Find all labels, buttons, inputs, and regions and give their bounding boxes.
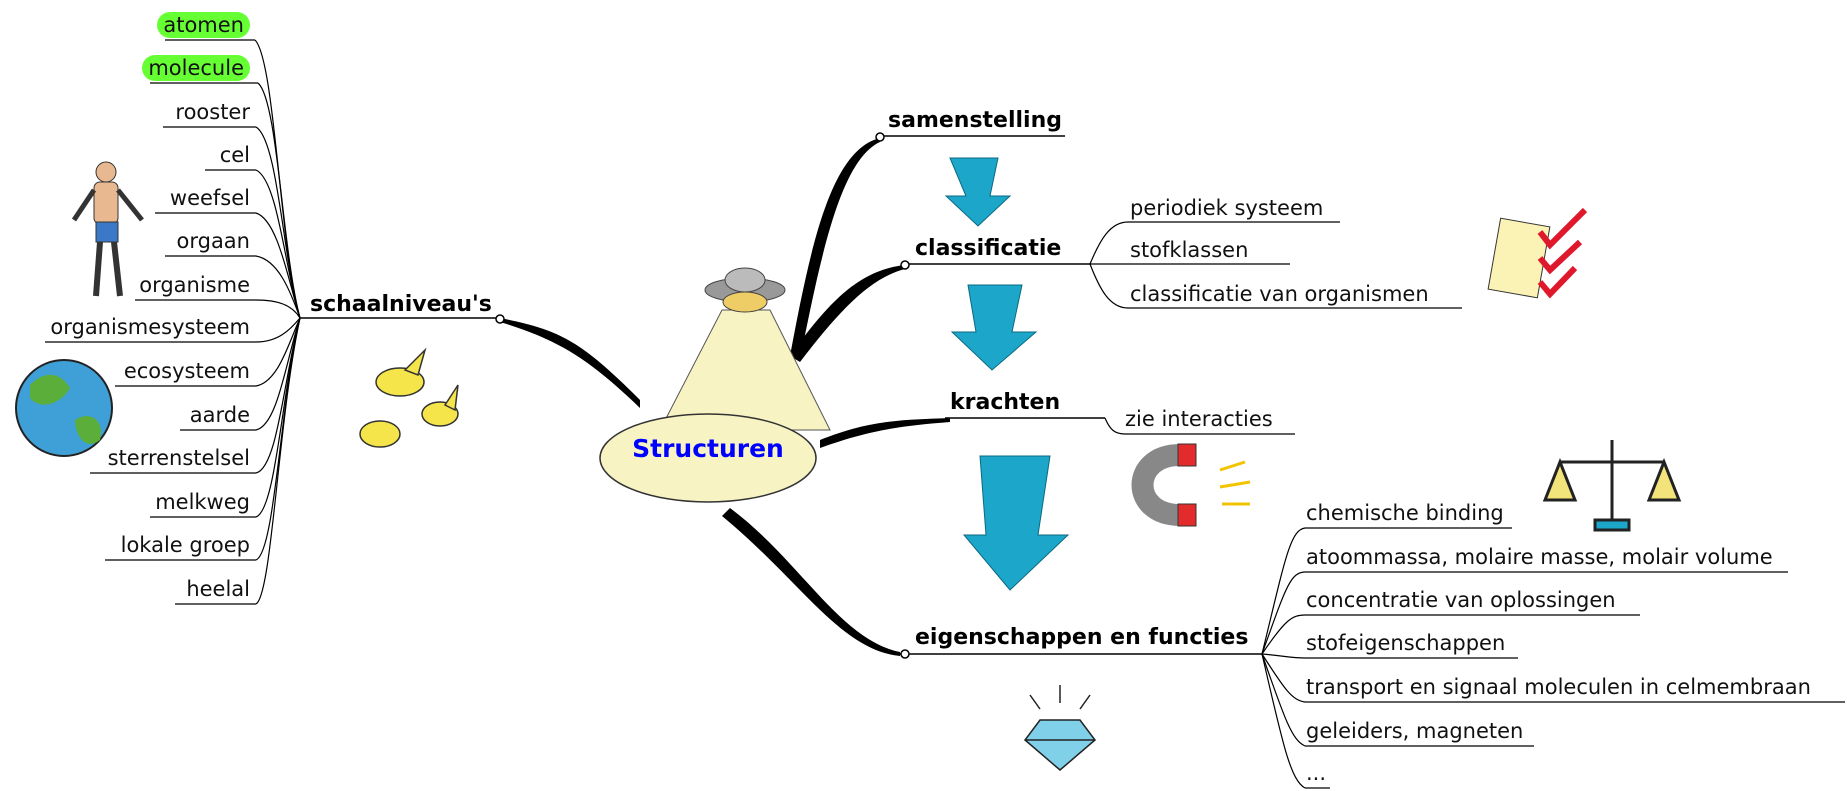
child-geleiders: geleiders, magneten [1306,719,1524,743]
checklist-icon [1487,207,1588,299]
ufo-icon [659,267,831,431]
child-periodiek-systeem: periodiek systeem [1130,196,1324,220]
child-sterrenstelsel: sterrenstelsel [107,446,250,470]
eig-fan [1261,527,1845,789]
child-cel: cel [219,143,250,167]
diamond-icon [1023,685,1097,771]
kracht-fan [1104,417,1295,435]
child-organismesysteem: organismesysteem [50,315,250,339]
branch-samenstelling: samenstelling [888,108,1063,133]
child-lokale-groep: lokale groep [120,533,250,557]
class-fan [1089,221,1462,309]
branch-lines [300,132,1262,659]
child-transport: transport en signaal moleculen in celmem… [1306,675,1811,699]
child-ellipsis: ... [1306,761,1327,785]
magnet-icon [1131,443,1251,527]
child-rooster: rooster [175,100,250,124]
child-atoommassa: atoommassa, molaire masse, molair volume [1306,545,1773,569]
child-zie-interacties: zie interacties [1125,407,1273,431]
man-icon [71,161,144,297]
birds-icon [359,347,459,448]
child-heelal: heelal [186,577,250,601]
branch-krachten: krachten [950,390,1061,415]
child-atomen: atomen [157,12,250,38]
child-ecosysteem: ecosysteem [123,359,250,383]
scale-icon [1542,440,1682,532]
center-label: Structuren [632,434,784,463]
down-arrow-icon [944,157,1070,591]
child-chemische-binding: chemische binding [1306,501,1504,525]
branch-schaalniveaus: schaalniveau's [310,292,492,317]
child-concentratie: concentratie van oplossingen [1306,588,1616,612]
child-weefsel: weefsel [169,186,250,210]
child-organisme: organisme [139,273,250,297]
child-molecule: molecule [142,55,250,81]
child-melkweg: melkweg [155,490,250,514]
branch-eigenschappen: eigenschappen en functies [915,625,1249,650]
earth-icon [15,359,113,457]
center-node [599,413,817,503]
branch-classificatie: classificatie [915,236,1062,261]
child-aarde: aarde [189,403,250,427]
child-classificatie-organismen: classificatie van organismen [1130,282,1429,306]
child-orgaan: orgaan [176,229,251,253]
child-stofklassen: stofklassen [1130,238,1249,262]
schaal-fan [45,39,301,605]
child-stofeigenschappen: stofeigenschappen [1306,631,1506,655]
main-connectors [500,138,950,656]
